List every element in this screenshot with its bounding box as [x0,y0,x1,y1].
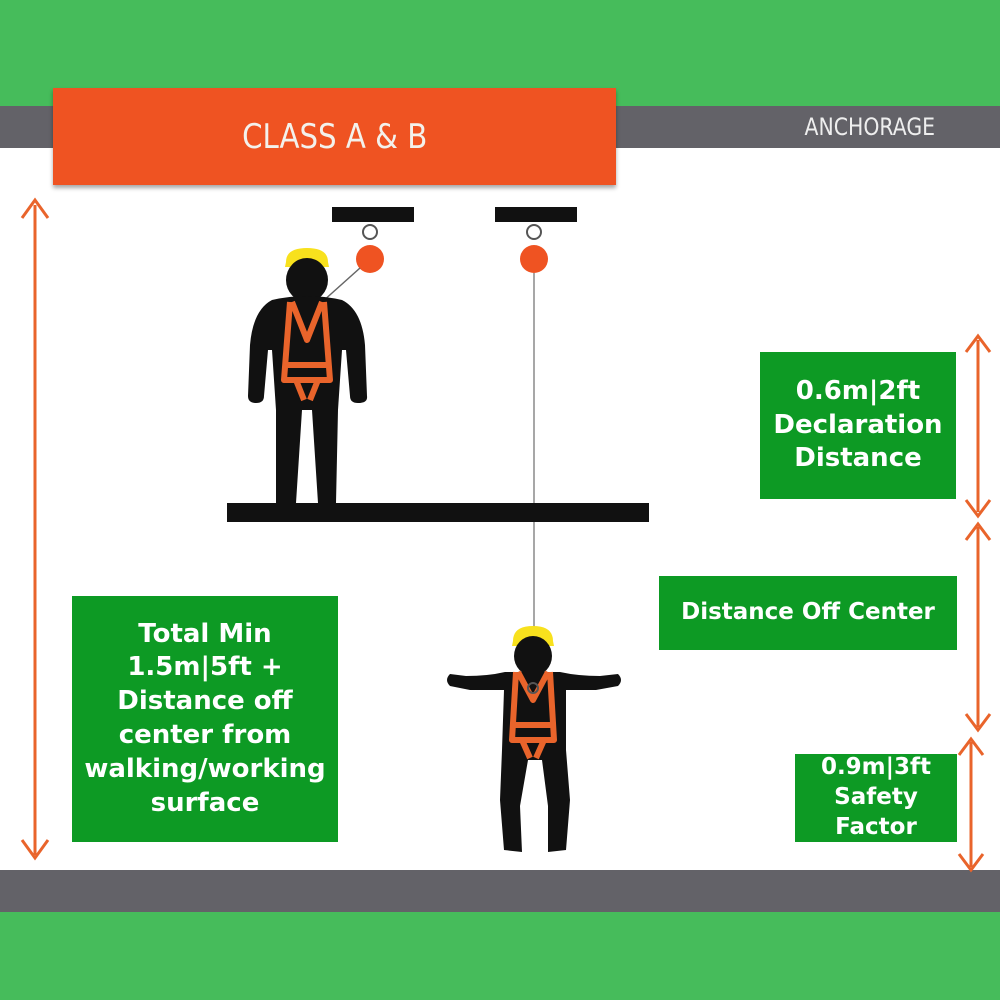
total-min-line6: surface [150,787,260,818]
anchor-right-icon [495,207,577,273]
worker-standing-icon [248,248,368,503]
safety-factor-value: 0.9m|3ft [820,754,932,781]
safety-factor-line2: Safety [834,784,918,811]
safety-factor-label: 0.9m|3ft Safety Factor [795,754,957,842]
declaration-distance-line2: Declaration [773,409,943,440]
ground-bar [0,870,1000,912]
total-min-line4: center from [118,720,292,750]
distance-off-center-arrow [964,521,992,733]
anchor-left-icon [332,207,414,273]
total-min-line2: 1.5m|5ft + [127,652,283,683]
declaration-distance-arrow [964,333,992,519]
total-min-line5: walking/working [84,753,326,784]
lanyard-left [321,267,361,303]
safety-factor-line3: Factor [835,813,917,840]
total-minimum-label: Total Min 1.5m|5ft + Distance off center… [72,596,338,842]
total-clearance-arrow [20,197,50,861]
declaration-distance-value: 0.6m|2ft [795,375,921,406]
distance-off-center-text: Distance Off Center [681,599,935,626]
declaration-distance-line3: Distance [794,443,922,474]
safety-factor-arrow [957,736,985,873]
worker-fallen-icon [447,626,621,852]
anchorage-label: ANCHORAGE [780,106,960,148]
class-title-banner: CLASS A & B [53,88,616,185]
class-title: CLASS A & B [241,116,428,157]
total-min-line3: Distance off [117,686,293,717]
total-min-line1: Total Min [138,618,272,649]
working-platform [227,503,649,522]
anchorage-label-text: ANCHORAGE [804,113,936,141]
distance-off-center-label: Distance Off Center [659,576,957,650]
declaration-distance-label: 0.6m|2ft Declaration Distance [760,352,956,499]
